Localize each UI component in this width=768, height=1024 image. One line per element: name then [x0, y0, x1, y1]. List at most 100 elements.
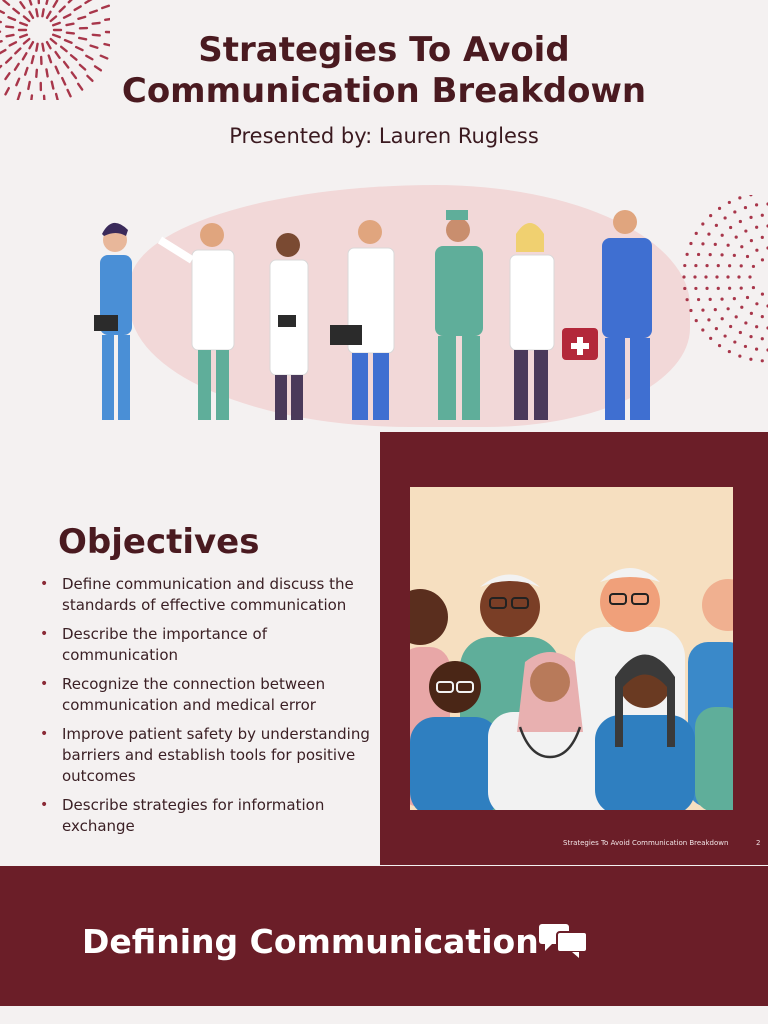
decor-dot — [708, 297, 712, 301]
sunburst-stroke — [49, 15, 58, 23]
decor-dot — [716, 286, 720, 290]
sunburst-stroke — [73, 5, 82, 12]
sunburst-decoration-top-left — [0, 0, 110, 100]
decor-dot — [740, 305, 744, 309]
decor-dot — [733, 340, 737, 344]
sunburst-stroke — [35, 68, 39, 79]
decor-dot — [694, 231, 698, 235]
sunburst-stroke — [49, 37, 58, 45]
decor-dot — [694, 263, 698, 268]
sunburst-stroke — [101, 4, 110, 10]
sunburst-stroke — [93, 65, 103, 72]
decor-dot — [707, 232, 711, 236]
decor-dot — [751, 285, 756, 290]
decor-dot — [709, 336, 713, 340]
sunburst-stroke — [84, 0, 93, 5]
decor-dot — [728, 264, 732, 268]
decor-dot — [693, 275, 697, 279]
decor-dot — [740, 245, 744, 249]
decor-dot — [726, 243, 730, 247]
list-item: •Recognize the connection between commun… — [40, 675, 326, 714]
sunburst-stroke — [4, 72, 11, 81]
decor-dot — [694, 286, 698, 291]
person-figure — [488, 652, 603, 810]
sunburst-stroke — [4, 25, 15, 29]
dotted-circle-decoration — [682, 195, 768, 363]
sunburst-stroke — [13, 62, 20, 71]
decor-dot — [738, 354, 742, 358]
sunburst-stroke — [0, 9, 6, 15]
sunburst-stroke — [91, 21, 101, 25]
decor-dot — [760, 235, 764, 240]
decor-dot — [732, 253, 736, 257]
decor-dot — [682, 275, 686, 279]
sunburst-stroke — [63, 38, 73, 44]
decor-dot — [755, 225, 759, 229]
decor-dot — [701, 242, 705, 246]
sunburst-stroke — [22, 37, 31, 45]
sunburst-stroke — [91, 33, 101, 37]
sunburst-stroke — [28, 10, 35, 20]
sunburst-stroke — [86, 74, 94, 82]
section-slide: Defining Communication — [0, 866, 768, 1006]
sunburst-stroke — [61, 76, 67, 86]
decor-dot — [701, 308, 705, 312]
decor-dot — [729, 324, 733, 329]
decor-dot — [745, 295, 750, 300]
decor-dot — [755, 248, 759, 252]
sunburst-stroke — [41, 8, 45, 18]
sunburst-stroke — [70, 71, 78, 80]
sunburst-stroke — [74, 45, 84, 52]
decor-dot — [755, 325, 759, 329]
decor-dot — [685, 298, 689, 302]
decor-dot — [704, 275, 708, 279]
sunburst-stroke — [0, 39, 3, 43]
decor-dot — [708, 253, 712, 257]
decor-dot — [720, 317, 724, 321]
decor-dot — [749, 335, 753, 339]
list-item: •Improve patient safety by understanding… — [40, 725, 370, 785]
decor-dot — [714, 327, 718, 331]
sunburst-stroke — [69, 54, 78, 61]
sunburst-stroke — [4, 86, 10, 96]
sunburst-stroke — [8, 41, 18, 47]
decor-dot — [701, 222, 705, 226]
sunburst-stroke — [45, 10, 52, 20]
objectives-heading: Objectives — [58, 522, 260, 562]
decor-dot — [701, 328, 705, 332]
sunburst-stroke — [54, 65, 60, 75]
decor-dot — [707, 318, 711, 322]
doctor-figure — [269, 233, 309, 420]
decor-dot — [720, 297, 724, 301]
decor-dot — [727, 200, 731, 205]
decor-dot — [723, 334, 727, 338]
decor-dot — [743, 205, 748, 210]
sunburst-stroke — [65, 31, 76, 35]
decor-dot — [738, 196, 742, 200]
sunburst-stroke — [45, 68, 49, 78]
sunburst-stroke — [78, 63, 87, 71]
sunburst-stroke — [12, 7, 21, 15]
decor-dot — [720, 233, 724, 237]
objectives-slide: Objectives •Define communication and dis… — [0, 432, 768, 865]
decor-dot — [734, 235, 738, 239]
sunburst-stroke — [52, 0, 59, 8]
page-number: 2 — [756, 839, 761, 847]
decor-dot — [727, 349, 731, 354]
decor-dot — [749, 357, 753, 361]
sunburst-stroke — [27, 80, 31, 91]
decor-dot — [717, 206, 722, 210]
surgeon-figure — [435, 210, 483, 420]
sunburst-stroke — [16, 91, 22, 100]
sunburst-stroke — [28, 40, 35, 50]
sunburst-stroke — [45, 0, 49, 5]
decor-dot — [714, 223, 718, 227]
decor-dot — [694, 319, 698, 323]
sunburst-stroke — [35, 42, 39, 52]
sunburst-stroke — [19, 21, 29, 27]
sunburst-stroke — [77, 15, 87, 21]
person-figure — [695, 707, 733, 810]
decor-dot — [715, 275, 719, 279]
decor-dot — [737, 275, 741, 279]
sunburst-stroke — [22, 15, 31, 23]
